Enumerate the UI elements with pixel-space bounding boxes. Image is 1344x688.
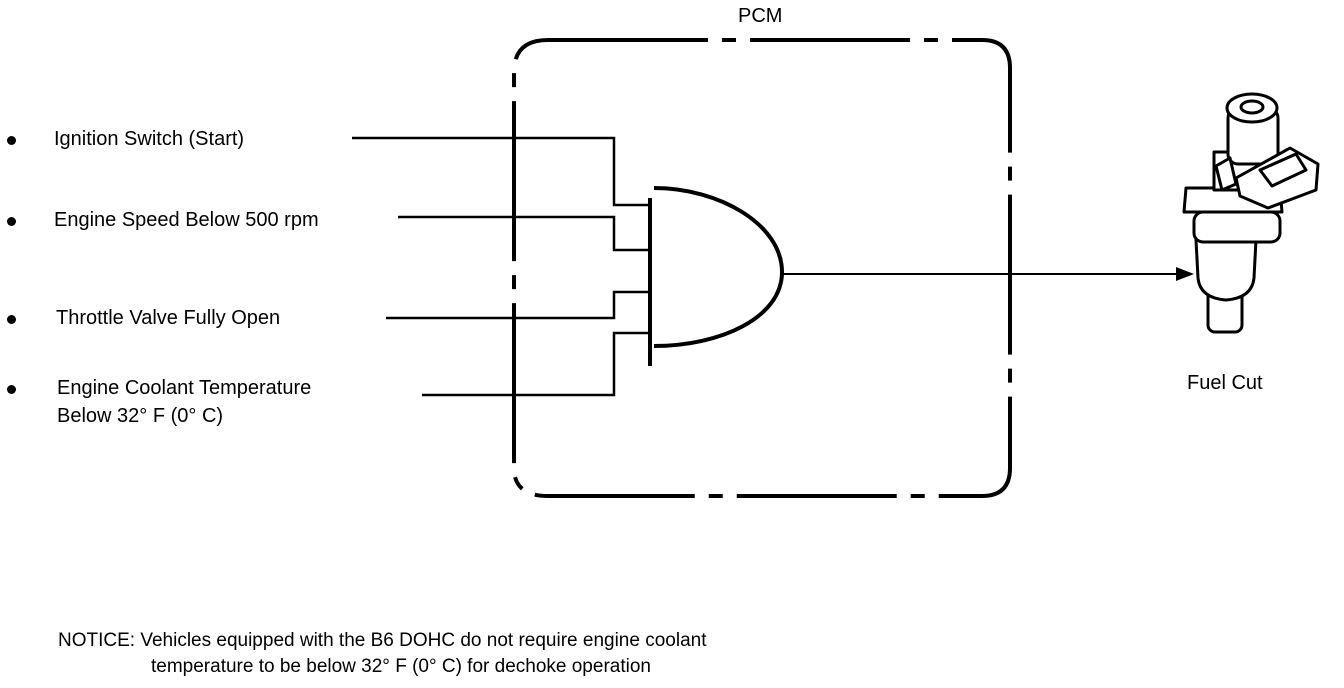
input-label-engine-speed: Engine Speed Below 500 rpm bbox=[54, 209, 319, 231]
bullet-throttle bbox=[7, 315, 16, 324]
wire-engine-speed bbox=[398, 215, 650, 252]
wire-throttle bbox=[386, 290, 650, 320]
wire-coolant bbox=[422, 331, 650, 397]
and-gate bbox=[648, 186, 785, 366]
input-label-coolant-line2: Below 32° F (0° C) bbox=[57, 405, 224, 427]
bullet-engine-speed bbox=[7, 217, 16, 226]
output-label: Fuel Cut bbox=[1187, 372, 1263, 394]
pcm-boundary bbox=[512, 38, 1012, 498]
fuel-injector-icon bbox=[1182, 92, 1320, 334]
input-label-throttle: Throttle Valve Fully Open bbox=[56, 307, 281, 329]
input-label-ignition: Ignition Switch (Start) bbox=[54, 128, 245, 150]
output-arrowhead bbox=[1176, 267, 1194, 281]
bullet-coolant bbox=[7, 385, 16, 394]
notice-line-1: NOTICE: Vehicles equipped with the B6 DO… bbox=[58, 630, 707, 651]
notice-line-2: temperature to be below 32° F (0° C) for… bbox=[151, 656, 651, 677]
bullet-ignition bbox=[7, 136, 16, 145]
pcm-label: PCM bbox=[738, 5, 783, 27]
wire-ignition bbox=[352, 136, 650, 207]
input-label-coolant: Engine Coolant Temperature bbox=[57, 377, 312, 399]
